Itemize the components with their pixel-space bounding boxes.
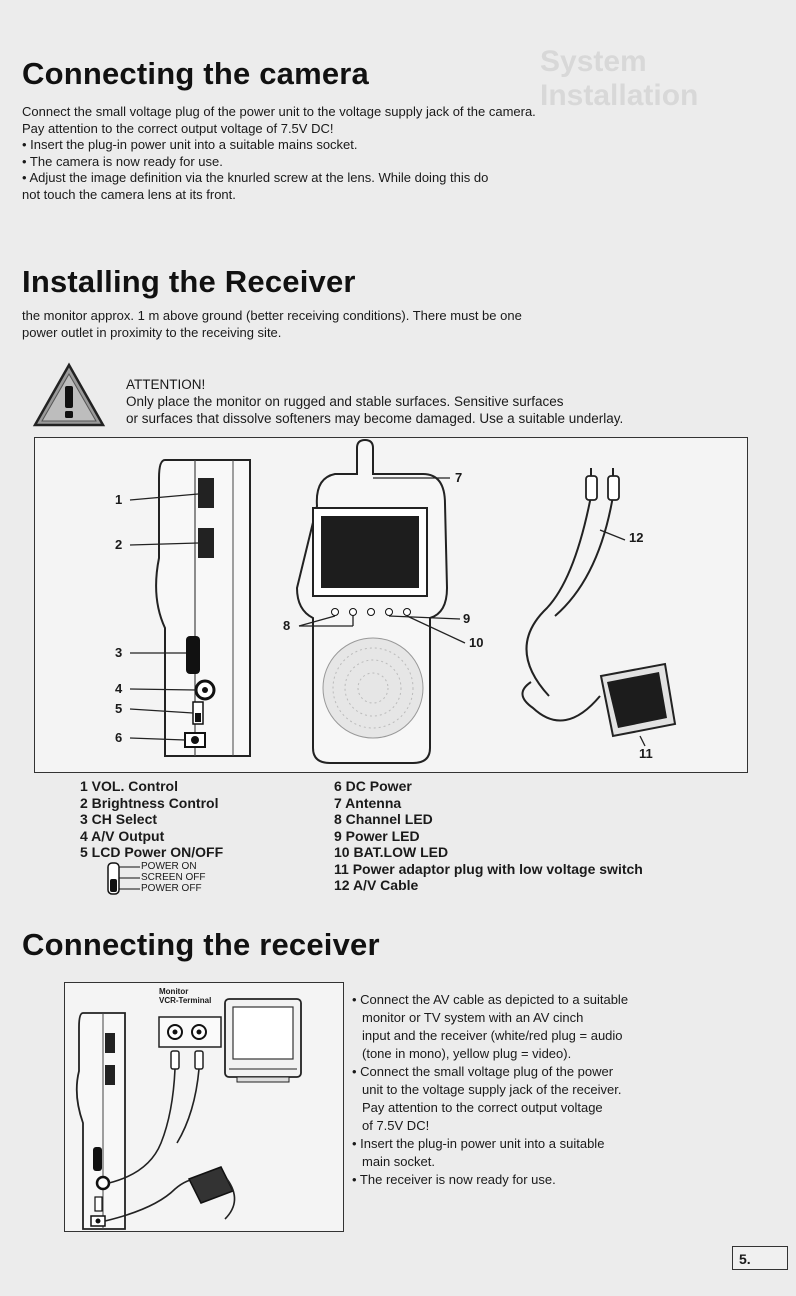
text-line: main socket. xyxy=(362,1154,435,1169)
switch-state: POWER ON xyxy=(141,861,197,872)
text-line: Pay attention to the correct output volt… xyxy=(362,1100,603,1115)
legend-item: 4 A/V Output xyxy=(80,827,165,844)
legend-item: 5 LCD Power ON/OFF xyxy=(80,844,224,860)
label-line: Monitor xyxy=(159,987,189,996)
section2-text: the monitor approx. 1 m above ground (be… xyxy=(22,308,522,341)
legend-item: 10 BAT.LOW LED xyxy=(334,844,449,860)
text-line: or surfaces that dissolve softeners may … xyxy=(126,411,624,426)
legend-item: 3 CH Select xyxy=(80,811,158,827)
callout-2: 2 xyxy=(115,537,123,552)
text-line: the monitor approx. 1 m above ground (be… xyxy=(22,308,522,323)
connection-diagram: Monitor VCR-Terminal xyxy=(64,982,344,1232)
text-line: • Insert the plug-in power unit into a s… xyxy=(352,1136,605,1151)
text-line: monitor or TV system with an AV cinch xyxy=(362,1010,584,1025)
text-line: of 7.5V DC! xyxy=(362,1118,430,1133)
text-line: • Connect the small voltage plug of the … xyxy=(352,1064,614,1079)
switch-state: POWER OFF xyxy=(141,883,202,894)
text-line: • Adjust the image definition via the kn… xyxy=(22,170,489,185)
section-title-connecting-receiver: Connecting the receiver xyxy=(22,927,380,962)
text-line: input and the receiver (white/red plug =… xyxy=(362,1028,623,1043)
text-line: Pay attention to the correct output volt… xyxy=(22,120,334,136)
legend-item: 11 Power adaptor plug with low voltage s… xyxy=(334,860,643,877)
callout-4: 4 xyxy=(115,681,123,696)
section-title-installing-receiver: Installing the Receiver xyxy=(22,264,356,299)
text-line: Connect the small voltage plug of the po… xyxy=(22,104,536,119)
callout-8: 8 xyxy=(283,618,291,633)
callout-11: 11 xyxy=(639,746,653,761)
monitor-label: Monitor VCR-Terminal xyxy=(159,987,211,1005)
callout-5: 5 xyxy=(115,701,123,716)
label-line: VCR-Terminal xyxy=(159,996,212,1005)
legend-item: 2 Brightness Control xyxy=(80,794,219,811)
callout-6: 6 xyxy=(115,730,123,745)
receiver-diagram: 1 2 3 4 5 6 7 8 9 10 11 12 xyxy=(34,437,748,773)
switch-state: SCREEN OFF xyxy=(141,872,206,883)
callout-7: 7 xyxy=(455,470,463,485)
text-line: • Insert the plug-in power unit into a s… xyxy=(22,137,358,152)
legend-item: 8 Channel LED xyxy=(334,811,433,827)
callout-1: 1 xyxy=(115,492,123,507)
text-line: • The camera is now ready for use. xyxy=(22,153,223,169)
legend-left: 1 VOL. Control 2 Brightness Control 3 CH… xyxy=(80,778,223,861)
attention-box: ATTENTION! Only place the monitor on rug… xyxy=(126,376,623,427)
text-line: not touch the camera lens at its front. xyxy=(22,186,236,202)
attention-title: ATTENTION! xyxy=(126,377,206,392)
legend-item: 9 Power LED xyxy=(334,827,420,844)
text-line: • Connect the AV cable as depicted to a … xyxy=(352,992,629,1007)
text-line: (tone in mono), yellow plug = video). xyxy=(362,1046,572,1061)
text-line: unit to the voltage supply jack of the r… xyxy=(362,1082,622,1097)
switch-states: POWER ON SCREEN OFF POWER OFF xyxy=(141,861,205,894)
legend-item: 7 Antenna xyxy=(334,794,402,811)
legend-item: 1 VOL. Control xyxy=(80,778,178,794)
legend-right: 6 DC Power 7 Antenna 8 Channel LED 9 Pow… xyxy=(334,778,643,894)
page-number: 5. xyxy=(732,1246,788,1270)
text-line: Only place the monitor on rugged and sta… xyxy=(126,394,564,409)
callout-12: 12 xyxy=(629,530,644,545)
callout-10: 10 xyxy=(469,635,484,650)
bleed-through-text: System Installation xyxy=(540,45,699,112)
power-switch-icon xyxy=(107,862,140,895)
legend-item: 6 DC Power xyxy=(334,778,412,794)
section-title-connecting-camera: Connecting the camera xyxy=(22,56,370,91)
text-line: power outlet in proximity to the receivi… xyxy=(22,324,282,340)
callout-3: 3 xyxy=(115,645,123,660)
section3-text: • Connect the AV cable as depicted to a … xyxy=(352,991,628,1189)
section1-text: Connect the small voltage plug of the po… xyxy=(22,104,536,203)
callout-9: 9 xyxy=(463,611,471,626)
text-line: • The receiver is now ready for use. xyxy=(352,1172,556,1187)
warning-triangle-icon xyxy=(32,362,106,427)
legend-item: 12 A/V Cable xyxy=(334,877,419,893)
